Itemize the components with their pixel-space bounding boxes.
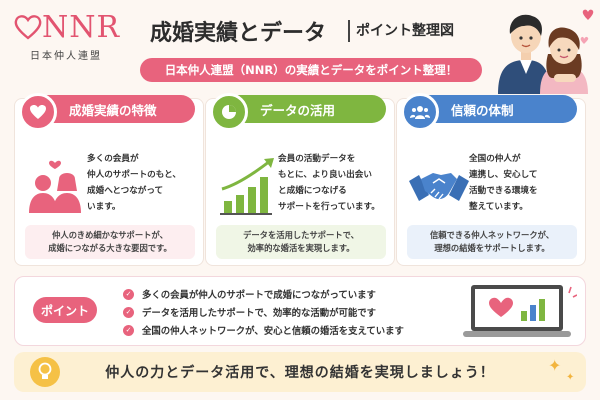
point-text: 全国の仲人ネットワークが、安心と信頼の婚活を支えています [142, 326, 404, 337]
card-note-line: データを活用したサポートで、 [243, 230, 359, 240]
points-section: ポイント ✓ 多くの会員が仲人のサポートで成婚につながっています ✓ データを活… [14, 276, 586, 346]
logo-text: NNR [42, 10, 121, 45]
card-body-line: と成婚につなげる [278, 186, 347, 196]
card-title: 信頼の体制 [451, 102, 514, 118]
people-icon [401, 93, 439, 131]
check-icon: ✓ [123, 306, 134, 318]
point-item: ✓ 多くの会員が仲人のサポートで成婚につながっています [123, 285, 404, 303]
closing-message-bar: 仲人の力とデータ活用で、理想の結婚を実現しましょう！ ✦ ✦ [14, 352, 586, 392]
card-body-line: 成婚へとつながって [87, 186, 164, 196]
pie-chart-icon [210, 93, 248, 131]
heart-icon [14, 15, 42, 40]
card-body-line: 多くの会員が [87, 154, 139, 164]
heart-icon [19, 93, 57, 131]
point-text: 多くの会員が仲人のサポートで成婚につながっています [142, 290, 376, 301]
card-body-line: 仲人のサポートのもと、 [87, 170, 182, 180]
card-note: データを活用したサポートで、 効率的な婚活を実現します。 [216, 225, 386, 259]
point-text: データを活用したサポートで、効率的な活動が可能です [142, 308, 377, 319]
card-body-line: 連携し、安心して [469, 170, 538, 180]
card-body-line: います。 [87, 202, 121, 212]
card-trust-system: 信頼の体制 全国の仲人が 連携し、安心して 活動できる環境を 整えています。 信… [396, 93, 586, 266]
handshake-icon [409, 173, 469, 201]
card-data-usage: データの活用 会員の活動データを もとに、より良い出会い と成婚につなげる サポ… [205, 93, 395, 266]
logo-subtitle: 日本仲人連盟 [30, 51, 102, 62]
point-item: ✓ 全国の仲人ネットワークが、安心と信頼の婚活を支えています [123, 321, 404, 339]
card-title: 成婚実績の特徴 [69, 102, 157, 118]
page-title: 成婚実績とデータ [150, 21, 327, 46]
card-note-line: 理想の結婚をサポートします。 [434, 243, 550, 253]
closing-message: 仲人の力とデータ活用で、理想の結婚を実現しましょう！ [105, 365, 495, 381]
page-subtitle: ポイント整理図 [356, 23, 454, 39]
title-divider [348, 20, 350, 42]
growth-chart-icon [220, 158, 274, 215]
sparkle-icon: ✦ [548, 356, 562, 375]
lightbulb-icon [30, 357, 60, 387]
card-body-line: 整えています。 [469, 202, 528, 212]
card-body-line: 活動できる環境を [469, 186, 538, 196]
point-item: ✓ データを活用したサポートで、効率的な活動が可能です [123, 303, 404, 321]
couple-silhouette-icon [29, 160, 81, 213]
card-note-line: 仲人のきめ細かなサポートが、 [52, 230, 168, 240]
points-list: ✓ 多くの会員が仲人のサポートで成婚につながっています ✓ データを活用したサポ… [123, 285, 404, 339]
card-body-line: 会員の活動データを [278, 154, 356, 164]
card-body: 多くの会員が 仲人のサポートのもと、 成婚へとつながって います。 [87, 151, 203, 215]
check-icon: ✓ [123, 324, 134, 336]
intro-banner: 日本仲人連盟（NNR）の実績とデータをポイント整理！ [140, 58, 482, 82]
laptop-icon [463, 285, 577, 337]
check-icon: ✓ [123, 288, 134, 300]
card-body-line: サポートを行っています。 [278, 202, 380, 212]
card-body: 全国の仲人が 連携し、安心して 活動できる環境を 整えています。 [469, 151, 585, 215]
card-marriage-results: 成婚実績の特徴 多くの会員が 仲人のサポートのもと、 成婚へとつながって います… [14, 93, 204, 266]
card-title: データの活用 [260, 102, 336, 118]
card-note: 仲人のきめ細かなサポートが、 成婚につながる大きな要因です。 [25, 225, 195, 259]
card-note-line: 成婚につながる大きな要因です。 [48, 243, 172, 253]
card-note-line: 信頼できる仲人ネットワークが、 [429, 230, 555, 240]
card-note-line: 効率的な婚活を実現します。 [247, 243, 355, 253]
card-body-line: 全国の仲人が [469, 154, 521, 164]
card-body: 会員の活動データを もとに、より良い出会い と成婚につなげる サポートを行ってい… [278, 151, 394, 215]
sparkle-icon: ✦ [566, 372, 575, 383]
card-note: 信頼できる仲人ネットワークが、 理想の結婚をサポートします。 [407, 225, 577, 259]
card-body-line: もとに、より良い出会い [278, 170, 372, 180]
couple-illustration [498, 9, 594, 94]
points-badge: ポイント [33, 297, 97, 323]
